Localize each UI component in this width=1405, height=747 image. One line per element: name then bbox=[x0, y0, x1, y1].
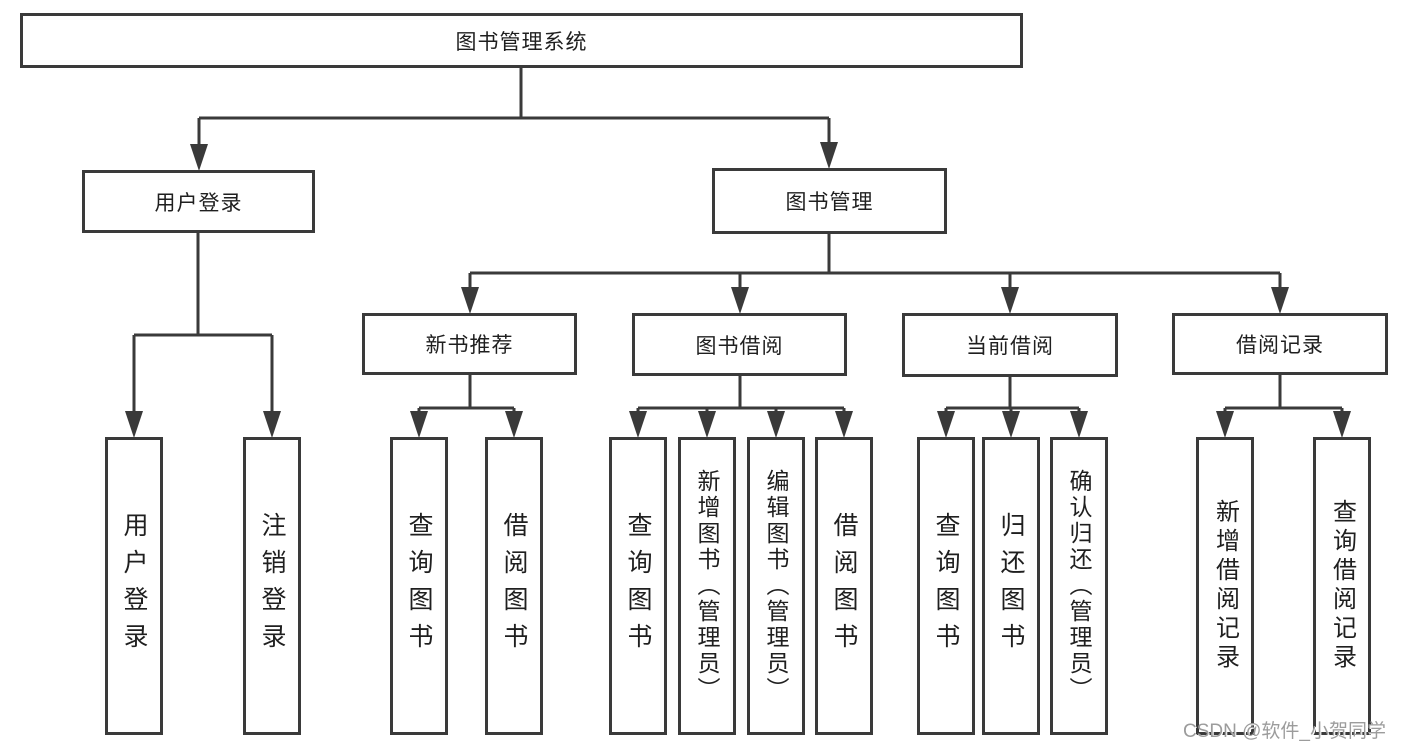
node-label: 新增借阅记录 bbox=[1211, 499, 1239, 673]
node-label: 编辑图书（管理员） bbox=[763, 469, 789, 703]
leaf-bb-query-books: 查询图书 bbox=[609, 437, 667, 735]
leaf-nb-query-books: 查询图书 bbox=[390, 437, 448, 735]
node-book-borrowing: 图书借阅 bbox=[632, 313, 847, 376]
leaf-nb-borrow-books: 借阅图书 bbox=[485, 437, 543, 735]
node-label: 用户登录 bbox=[154, 191, 243, 215]
node-label: 查询借阅记录 bbox=[1328, 499, 1356, 673]
leaf-br-add-record: 新增借阅记录 bbox=[1196, 437, 1254, 735]
node-book-management: 图书管理 bbox=[712, 168, 947, 234]
node-label: 用户登录 bbox=[120, 512, 148, 660]
node-label: 图书管理系统 bbox=[455, 30, 588, 54]
node-label: 查询图书 bbox=[405, 512, 433, 660]
leaf-bb-add-books-admin: 新增图书（管理员） bbox=[678, 437, 736, 735]
leaf-logout-login: 注销登录 bbox=[243, 437, 301, 735]
node-label: 查询图书 bbox=[932, 512, 960, 660]
node-label: 借阅记录 bbox=[1236, 334, 1324, 357]
leaf-bb-borrow-books: 借阅图书 bbox=[815, 437, 873, 735]
leaf-cb-return-books: 归还图书 bbox=[982, 437, 1040, 735]
node-label: 当前借阅 bbox=[966, 335, 1054, 358]
node-label: 新书推荐 bbox=[425, 334, 514, 357]
node-label: 图书管理 bbox=[785, 191, 874, 214]
node-label: 借阅图书 bbox=[830, 512, 858, 660]
leaf-cb-query-books: 查询图书 bbox=[917, 437, 975, 735]
node-borrowing-records: 借阅记录 bbox=[1172, 313, 1388, 375]
watermark-text: CSDN @软件_小贺同学 bbox=[1183, 721, 1386, 742]
node-label: 图书借阅 bbox=[695, 334, 784, 358]
leaf-br-query-record: 查询借阅记录 bbox=[1313, 437, 1371, 735]
node-user-login: 用户登录 bbox=[82, 170, 315, 233]
node-library-system: 图书管理系统 bbox=[20, 13, 1023, 68]
node-label: 查询图书 bbox=[624, 512, 652, 660]
leaf-user-login: 用户登录 bbox=[105, 437, 163, 735]
node-current-borrowing: 当前借阅 bbox=[902, 313, 1118, 377]
node-label: 确认归还（管理员） bbox=[1066, 469, 1092, 703]
node-label: 归还图书 bbox=[997, 512, 1025, 660]
node-label: 借阅图书 bbox=[500, 512, 528, 660]
node-new-book-recommend: 新书推荐 bbox=[362, 313, 577, 375]
node-label: 新增图书（管理员） bbox=[694, 469, 720, 703]
node-label: 注销登录 bbox=[258, 512, 286, 660]
leaf-cb-confirm-return-admin: 确认归还（管理员） bbox=[1050, 437, 1108, 735]
leaf-bb-edit-books-admin: 编辑图书（管理员） bbox=[747, 437, 805, 735]
